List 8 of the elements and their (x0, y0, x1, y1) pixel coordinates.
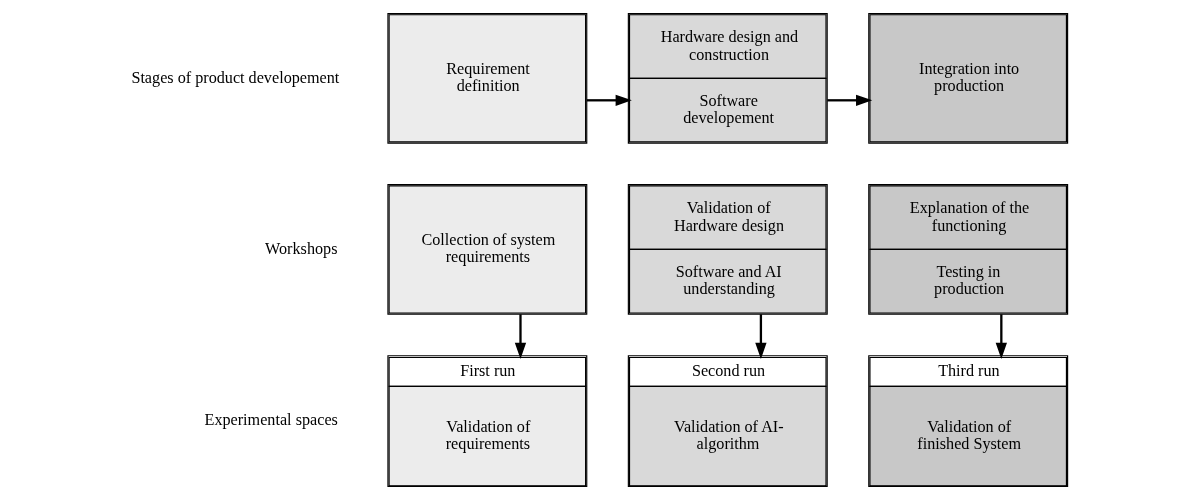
arrow (995, 313, 1007, 359)
label: Experimental spaces (204, 410, 338, 428)
arrow (514, 313, 527, 359)
label: Stages of product developement (131, 68, 340, 86)
label: Workshops (265, 239, 338, 257)
arrow (586, 94, 632, 106)
arrow (827, 94, 873, 106)
arrow (755, 313, 767, 359)
